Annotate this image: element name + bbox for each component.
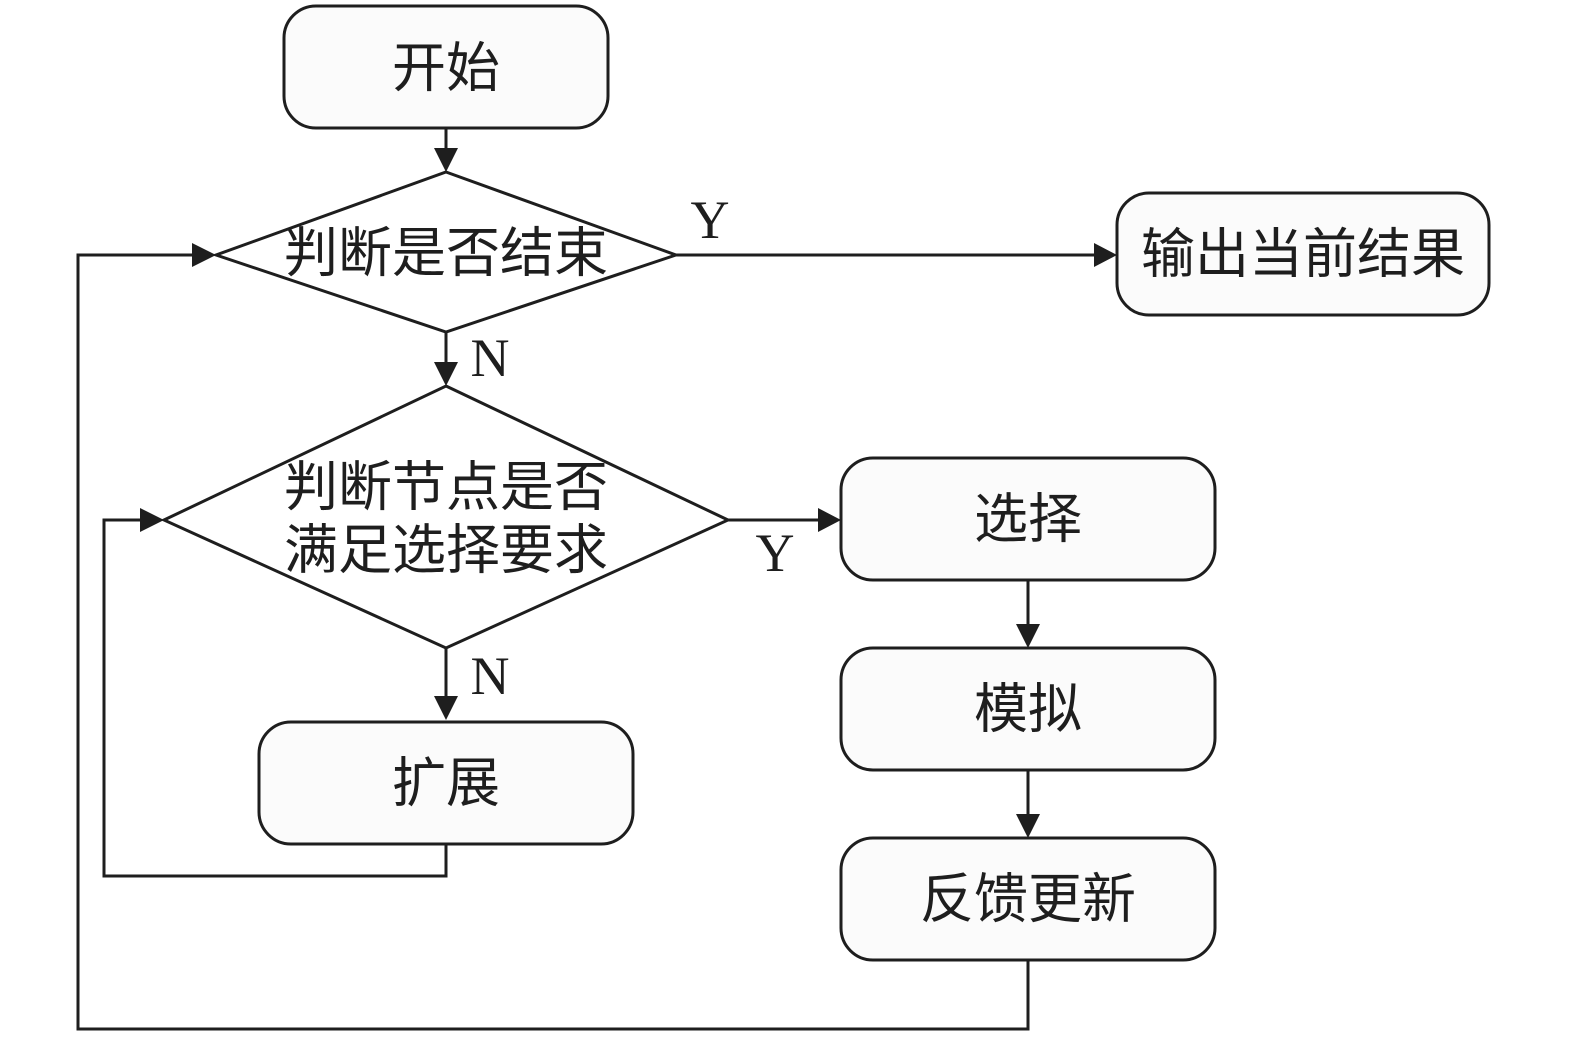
edge-end-no: N xyxy=(434,328,510,388)
output-label: 输出当前结果 xyxy=(1141,223,1465,286)
arrowhead xyxy=(140,508,164,532)
check-select-label-line1: 判断节点是否 xyxy=(284,456,608,519)
edge-select-to-simulate xyxy=(1016,580,1040,648)
edge-select-yes: Y xyxy=(728,508,841,583)
arrowhead xyxy=(434,148,458,172)
arrowhead xyxy=(818,508,841,532)
simulate-label: 模拟 xyxy=(974,678,1082,741)
edge-end-no-label: N xyxy=(471,328,510,388)
check-end-node: 判断是否结束 xyxy=(211,170,681,334)
edge-line xyxy=(102,518,448,878)
arrowhead xyxy=(434,362,458,386)
edge-select-no-label: N xyxy=(471,646,510,706)
edge-line xyxy=(76,253,1030,1031)
select-label: 选择 xyxy=(974,488,1082,551)
check-end-label: 判断是否结束 xyxy=(284,222,608,285)
output-node: 输出当前结果 xyxy=(1115,191,1491,317)
edge-feedback-loop xyxy=(76,243,1030,1031)
edge-end-yes: Y xyxy=(676,190,1117,267)
arrowhead xyxy=(192,243,216,267)
edge-end-yes-label: Y xyxy=(691,190,730,250)
arrowhead xyxy=(1016,624,1040,648)
start-label: 开始 xyxy=(392,37,500,100)
edge-select-yes-label: Y xyxy=(756,523,795,583)
feedback-label: 反馈更新 xyxy=(920,868,1136,931)
edge-expand-loop xyxy=(102,508,448,878)
expand-label: 扩展 xyxy=(392,752,500,815)
start-node: 开始 xyxy=(282,4,610,130)
edge-select-no: N xyxy=(434,646,510,720)
select-node: 选择 xyxy=(839,456,1217,582)
feedback-node: 反馈更新 xyxy=(839,836,1217,962)
check-select-node: 判断节点是否 满足选择要求 xyxy=(160,384,732,650)
expand-node: 扩展 xyxy=(257,720,635,846)
output-box xyxy=(1115,191,1491,317)
edge-simulate-to-feedback xyxy=(1016,770,1040,838)
arrowhead xyxy=(1094,243,1117,267)
simulate-node: 模拟 xyxy=(839,646,1217,772)
arrowhead xyxy=(434,696,458,720)
check-select-label-line2: 满足选择要求 xyxy=(284,519,608,582)
arrowhead xyxy=(1016,814,1040,838)
edge-start-to-check-end xyxy=(434,128,458,172)
